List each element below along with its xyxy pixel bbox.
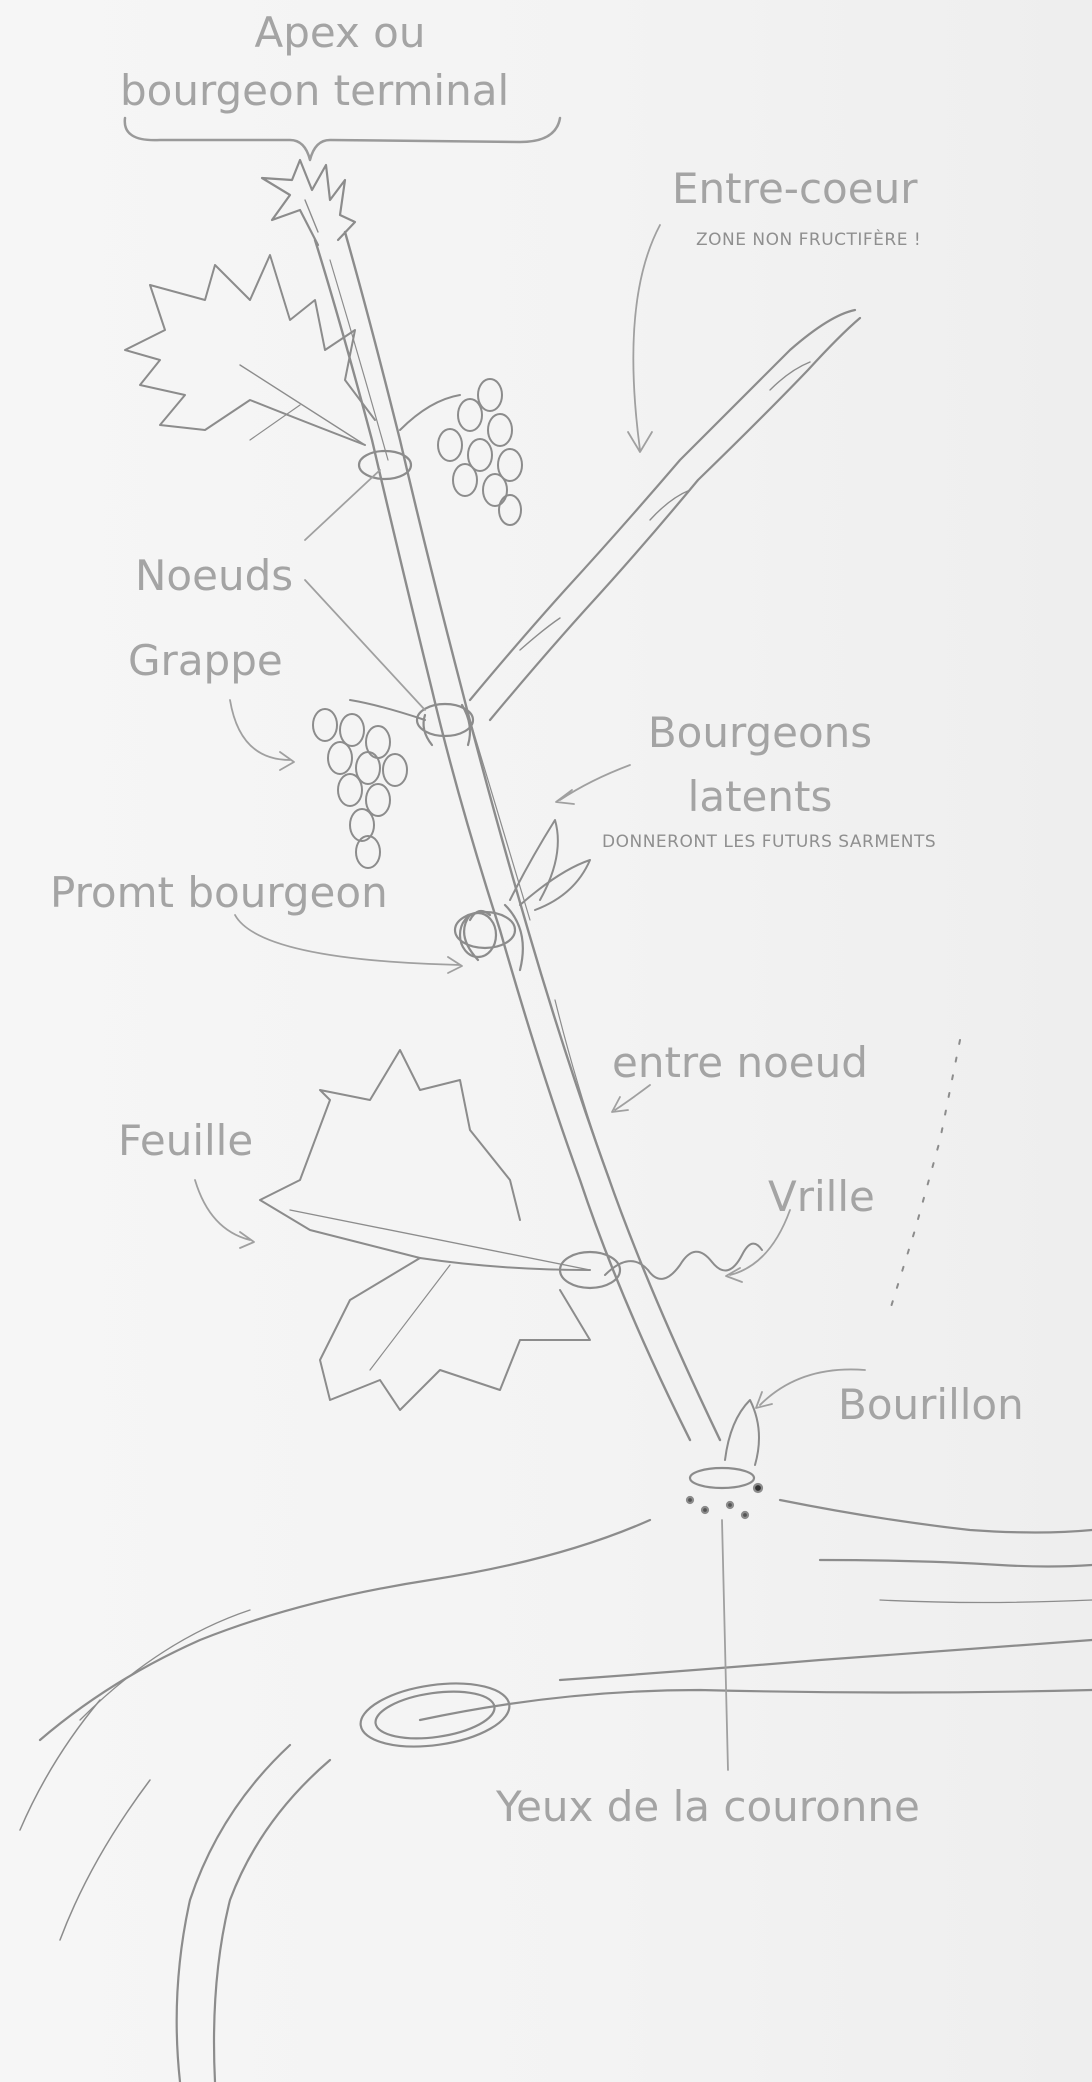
bourgeons-latents-note: Donneront les futurs sarments xyxy=(602,834,936,851)
bourgeons-latents-label: Bourgeons xyxy=(620,712,900,754)
entre-coeur-note: Zone non fructifère ! xyxy=(696,232,921,249)
yeux-couronne-label: Yeux de la couronne xyxy=(496,1786,920,1828)
upper-grape-cluster-drawing xyxy=(400,379,522,525)
entre-coeur-label: Entre-coeur xyxy=(672,168,917,210)
apex-brace xyxy=(125,118,560,160)
crown-drawing xyxy=(687,1468,762,1518)
leader-lines xyxy=(195,225,865,1770)
tendril-drawing xyxy=(605,1244,762,1279)
entre-noeud-label: entre noeud xyxy=(612,1042,868,1084)
dotted-line xyxy=(890,1040,960,1310)
latent-buds-drawing xyxy=(510,820,590,910)
lower-leaf-drawing xyxy=(260,1050,590,1410)
lower-grape-cluster-drawing xyxy=(313,700,425,868)
vrille-label: Vrille xyxy=(768,1176,875,1218)
prompt-bud-drawing xyxy=(460,911,496,957)
bourillon-bud-drawing xyxy=(725,1400,759,1465)
bourgeons-latents-label-line2: latents xyxy=(620,776,900,818)
apex-label-line2: bourgeon terminal xyxy=(120,70,509,112)
apex-label: Apex ou xyxy=(220,12,460,54)
prompt-bourgeon-label: Promt bourgeon xyxy=(50,872,388,914)
lateral-shoot-drawing xyxy=(470,310,860,720)
bourillon-label: Bourillon xyxy=(838,1384,1024,1426)
node-rings xyxy=(359,451,620,1288)
grappe-label: Grappe xyxy=(128,640,283,682)
noeuds-label: Noeuds xyxy=(135,555,293,597)
feuille-label: Feuille xyxy=(118,1120,253,1162)
apex-bud-drawing xyxy=(262,160,355,245)
